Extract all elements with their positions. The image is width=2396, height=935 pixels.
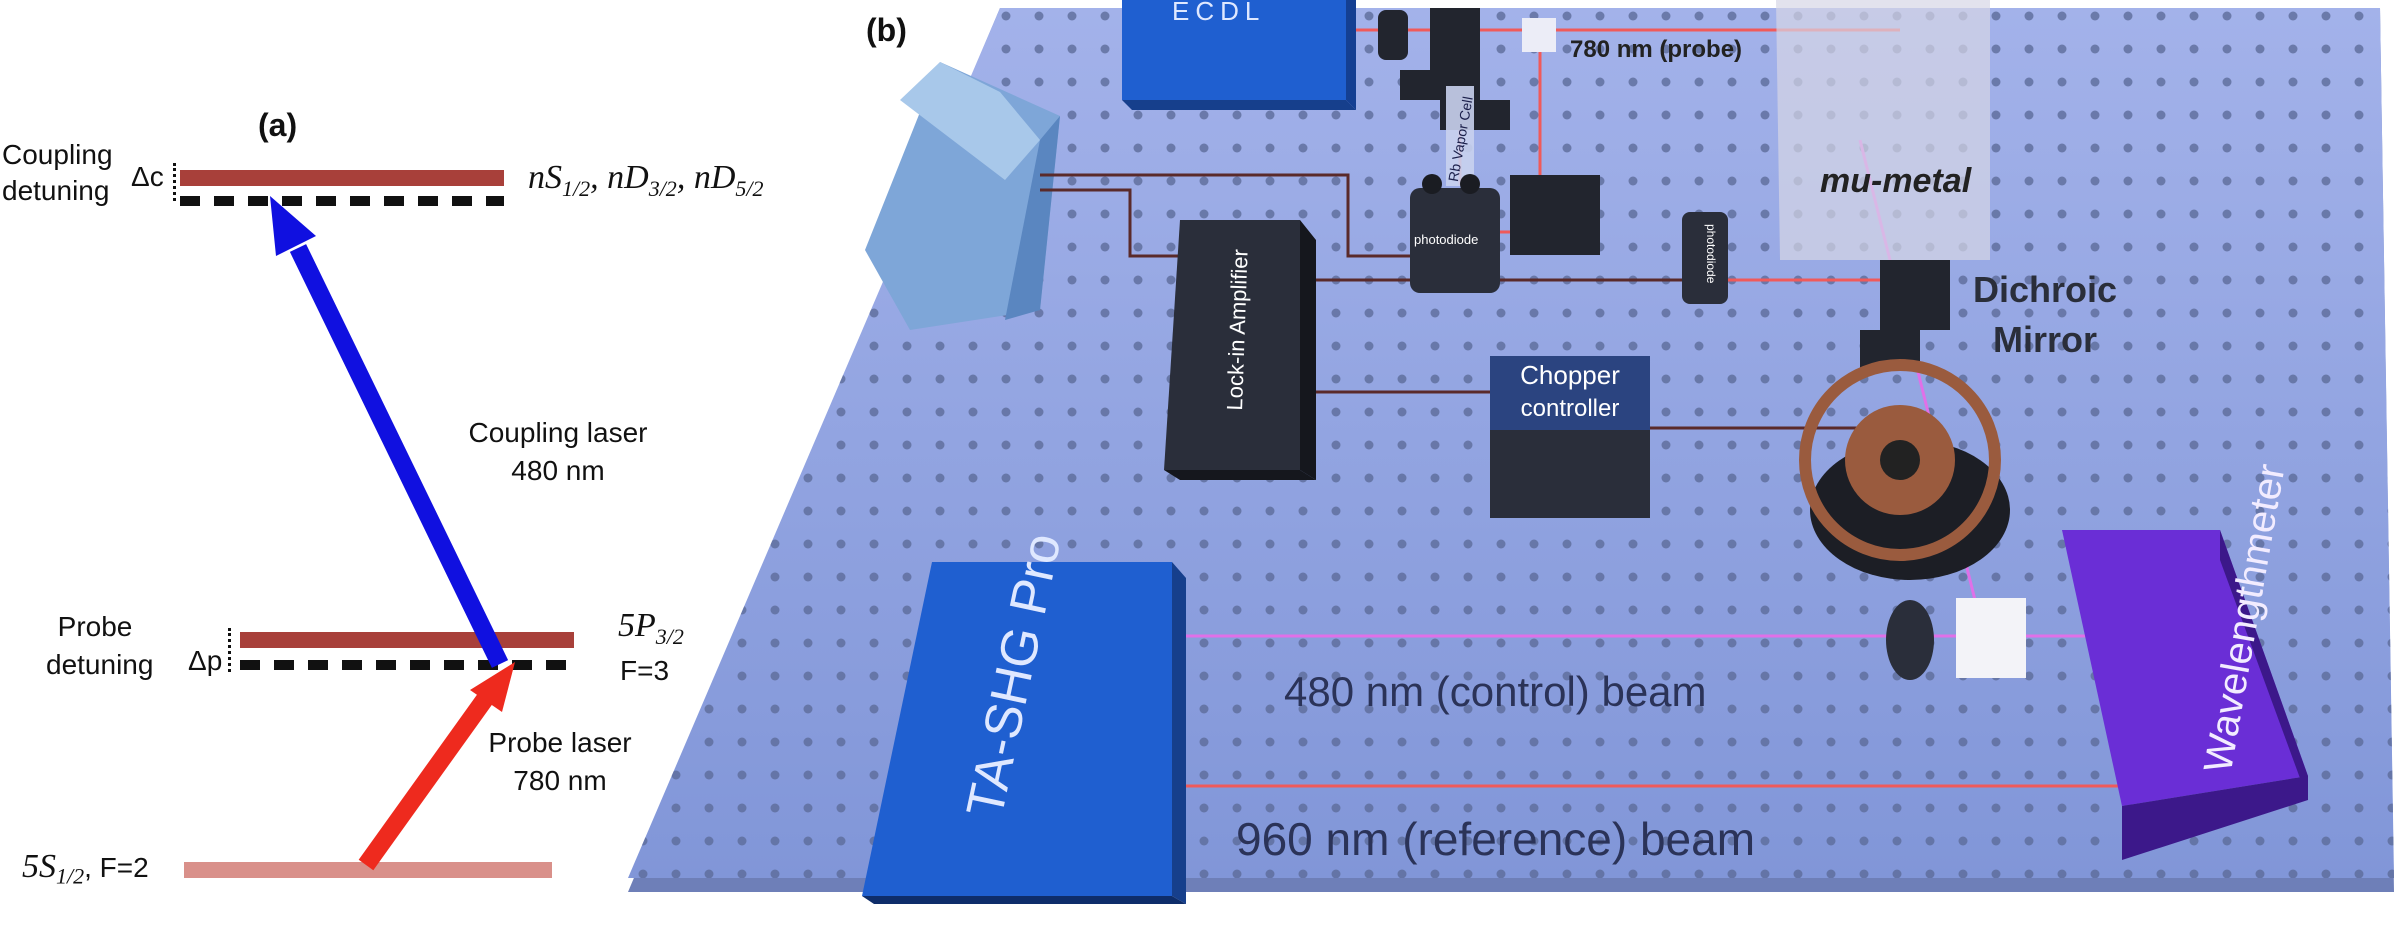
vapor-cell: [1446, 86, 1474, 186]
rydberg-virtual-level: [180, 196, 504, 206]
rydberg-sub-3: 5/2: [735, 175, 764, 201]
coupling-detuning-label-1: Coupling: [2, 139, 113, 170]
ecdl-label: ECDL: [1172, 0, 1266, 26]
optical-mounts: [1378, 8, 1950, 370]
photodiode-1-box: [1410, 174, 1500, 293]
panel-a-label: (a): [258, 107, 298, 143]
beam-splitter-cube: [1522, 18, 1556, 52]
ecdl-box: [1122, 0, 1356, 110]
control-beam-label: 480 nm (control) beam: [1284, 668, 1707, 715]
probe-laser-label-2: 780 nm: [513, 765, 607, 796]
rydberg-n-d-1: , nD: [590, 159, 649, 196]
chopper-label-2: controller: [1520, 395, 1620, 422]
chopper-controller-box: [1490, 356, 1650, 518]
lens-mount: [1886, 600, 1934, 680]
coupling-arrow-head: [270, 196, 316, 256]
excited-state-sub: 3/2: [655, 623, 684, 649]
dichroic-label-2: Mirror: [1992, 319, 2097, 360]
probe-detuning-label-1: Probe: [57, 611, 133, 642]
delta-c-label: Δc: [131, 161, 164, 192]
ground-f-label: , F=2: [84, 852, 149, 883]
rydberg-sub-1: 1/2: [562, 175, 591, 201]
ground-state-label: 5S1/2, F=2: [22, 850, 149, 894]
probe-beam-label: 780 nm (probe): [1570, 36, 1743, 63]
mu-metal-shield: [1776, 0, 1990, 260]
reference-beam-label: 960 nm (reference) beam: [1236, 813, 1756, 865]
ground-state-sub: 1/2: [56, 863, 85, 889]
delta-p-label: Δp: [188, 645, 223, 676]
excited-state-label: 5P3/2: [618, 606, 684, 657]
coupling-laser-label-2: 480 nm: [511, 455, 605, 486]
probe-arrow: [358, 686, 498, 871]
chopper-wheel: [1799, 359, 2010, 580]
excited-virtual-level: [240, 660, 574, 670]
coupling-detuning-label-2: detuning: [2, 175, 110, 206]
signal-cables: [1040, 173, 1860, 430]
excited-state-5p: 5P: [618, 607, 656, 644]
polarizing-cube: [1956, 598, 2026, 678]
probe-arrow-head: [470, 662, 515, 712]
photodiode-2-label: photodiode: [1704, 224, 1718, 284]
coupling-laser-label-1: Coupling laser: [468, 417, 648, 448]
coupling-detuning-marker: [173, 163, 176, 201]
oscilloscope: [865, 62, 1060, 330]
chopper-label-1: Chopper: [1520, 360, 1620, 390]
mu-metal-label: mu-metal: [1820, 162, 1972, 200]
rydberg-states-label: nS1/2, nD3/2, nD5/2: [528, 158, 764, 209]
rydberg-n-s: nS: [528, 159, 562, 196]
lockin-box: [1164, 220, 1316, 480]
rydberg-level: [180, 170, 504, 186]
photodiode-1-label: photodiode: [1414, 232, 1479, 247]
probe-laser-label-1: Probe laser: [488, 727, 632, 758]
panel-b-label: (b): [866, 12, 907, 48]
probe-detuning-marker: [228, 628, 231, 672]
photodiode-2-box: [1682, 212, 1728, 304]
coupling-arrow: [289, 244, 509, 668]
probe-detuning-label-2: detuning: [46, 649, 154, 680]
laser-arrows: [270, 196, 515, 871]
rydberg-sub-2: 3/2: [648, 175, 677, 201]
rydberg-n-d-2: , nD: [676, 159, 736, 196]
ground-level: [184, 862, 552, 878]
dichroic-label-1: Dichroic: [1972, 269, 2118, 310]
tashg-box: [862, 562, 1186, 904]
excited-f-label: F=3: [620, 655, 670, 686]
wavemeter-box: [2062, 530, 2308, 860]
ground-state-5s: 5S: [22, 848, 56, 885]
